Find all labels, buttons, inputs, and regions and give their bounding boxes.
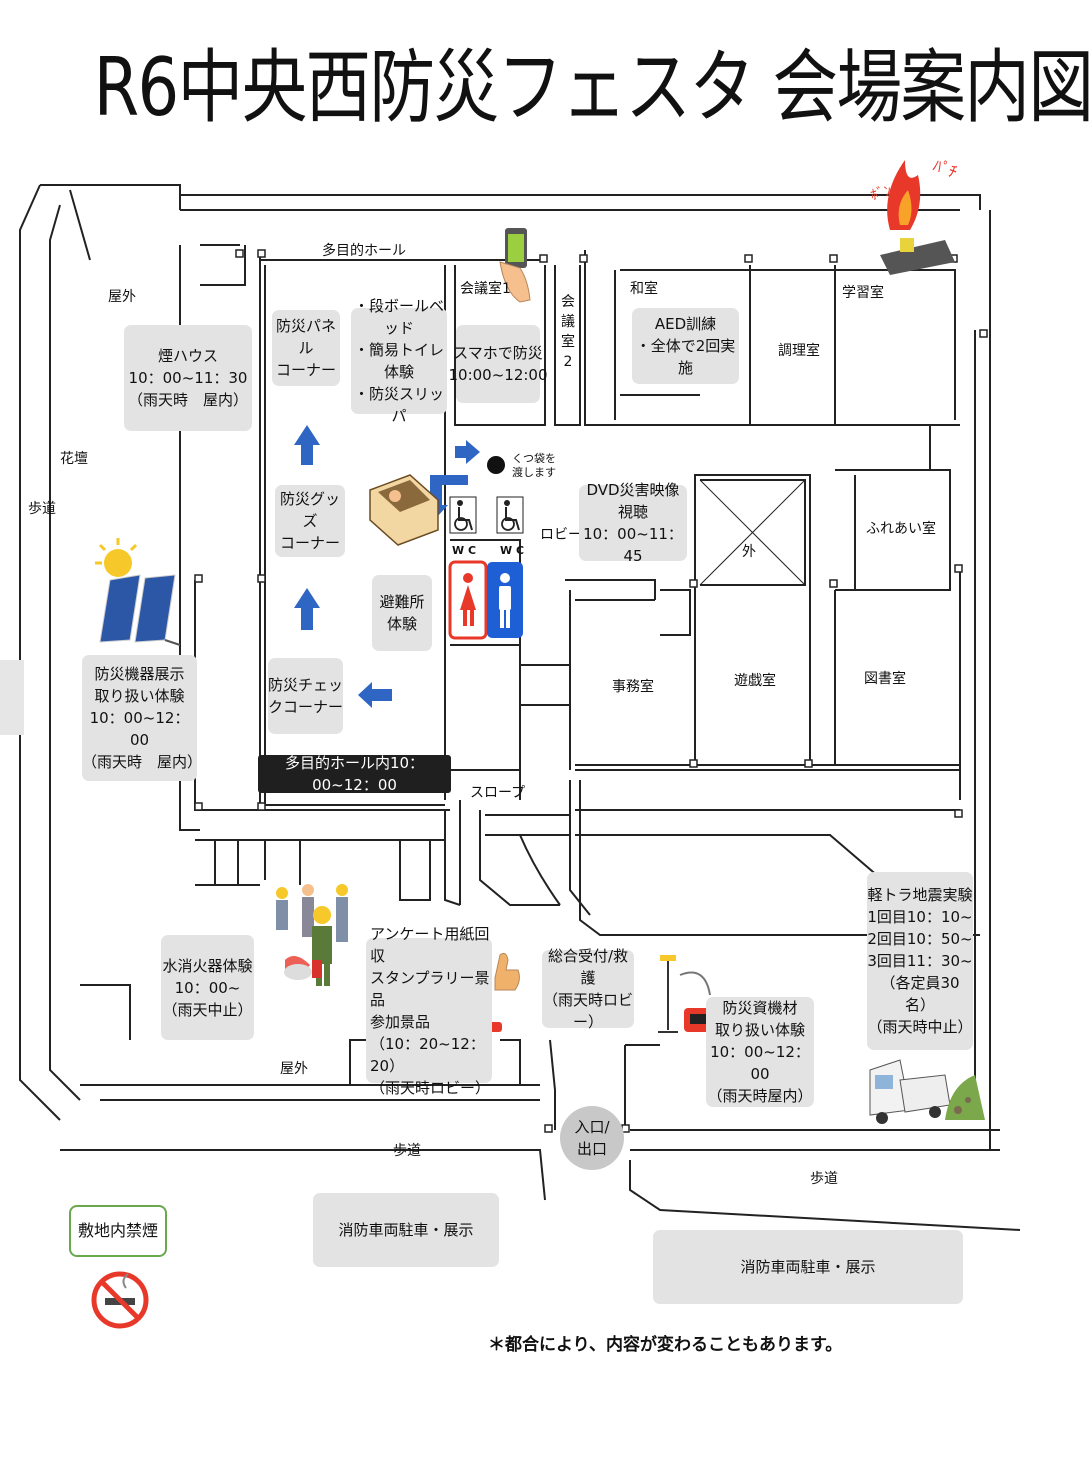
label-slope: スロープ [470,785,526,801]
label-study-room: 学習室 [842,285,884,301]
box-fire-truck-left: 消防車両駐車・展示 [313,1193,499,1267]
entrance-circle [560,1106,624,1170]
wheelchair-icon [449,496,477,534]
label-multipurpose-hall: 多目的ホール [322,243,406,259]
arrow-left-icon [358,682,392,708]
box-earthquake: 軽トラ地震実験 1回目10：10~ 2回目10：50~ 3回目11：30~ （各… [867,872,973,1050]
venue-floor-map: ﾊﾟﾁ ﾎﾞﾝ [19,156,1021,1329]
box-shelter: 避難所 体験 [372,575,432,651]
box-hall-time: 多目的ホール内10：00~12：00 [258,754,451,794]
label-office: 事務室 [612,679,654,695]
male-toilet-icon [487,562,523,638]
box-extinguisher: 水消火器体験 10：00~ （雨天中止） [161,935,254,1040]
label-flowerbed: 花壇 [60,451,88,467]
label-sidewalk-left: 歩道 [28,501,56,517]
box-dvd: DVD災害映像視聴 10：00~11：45 [579,481,687,565]
label-sidewalk-bottom-left: 歩道 [393,1143,421,1159]
sleeping-box-icon [369,474,439,546]
box-reception: 総合受付/救護 （雨天時ロビー） [542,947,634,1031]
label-library: 図書室 [864,671,906,687]
box-aed: AED訓練 ・全体で2回実施 [632,308,739,384]
label-wc-right: W C [500,544,525,557]
box-smartphone: スマホで防災 10:00~12:00 [448,325,548,403]
label-cooking-room: 調理室 [778,343,820,359]
box-smoke-house: 煙ハウス 10：00~11：30 （雨天時 屋内） [124,325,252,431]
svg-text:ﾎﾞﾝ: ﾎﾞﾝ [869,183,893,204]
label-lobby: ロビー [540,527,582,543]
firefighters-icon [276,884,348,986]
label-wc-left: W C [452,544,477,557]
box-panel-corner: 防災パネル コーナー [272,310,340,386]
thumbs-up-icon [488,952,520,1032]
label-meeting-room-2: 会議室2 [561,294,575,370]
box-survey: アンケート用紙回収 スタンプラリー景品 参加景品 （10：20~12：20） （… [366,925,492,1097]
label-sidewalk-bottom-right: 歩道 [810,1171,838,1187]
box-materials: 防災資機材 取り扱い体験 10：00~12：00 （雨天時屋内） [706,997,814,1107]
label-japanese-room: 和室 [630,281,658,297]
change-notice: ＊都合により、内容が変わることもあります。 [488,1335,843,1355]
arrow-up-icon [294,588,320,630]
label-outdoor-bottom: 屋外 [280,1061,308,1077]
box-goods-corner: 防災グッズ コーナー [275,485,345,557]
arrow-up-icon [294,425,320,465]
shoe-bag-dot [487,456,505,474]
arrow-right-icon [455,440,480,464]
female-toilet-icon [448,560,488,640]
label-meeting-room-1: 会議室1 [460,281,511,297]
side-tab [0,660,24,735]
box-cardboard-bed: ・段ボールベッド ・簡易トイレ体験 ・防災スリッパ [351,297,447,425]
kei-truck-icon [869,1059,951,1124]
label-outdoor-top: 屋外 [108,289,136,305]
box-entrance: 入口/ 出口 [574,1118,610,1158]
label-shoe-bag: くつ袋を 渡します [512,452,556,479]
landslide-icon [945,1075,985,1120]
solar-panel-icon [95,538,181,646]
wheelchair-icon [496,496,524,534]
label-fureai-room: ふれあい室 [866,521,936,537]
page-title: R6中央西防災フェスタ 会場案内図 [93,41,1092,134]
firecracker-icon: ﾊﾟﾁ ﾎﾞﾝ [869,156,960,275]
box-fire-truck-right: 消防車両駐車・展示 [653,1230,963,1304]
label-outside-void: 外 [742,544,756,560]
box-no-smoking: 敷地内禁煙 [69,1205,167,1257]
svg-text:ﾊﾟﾁ: ﾊﾟﾁ [931,156,960,182]
no-smoking-icon [91,1271,149,1329]
box-equipment-display: 防災機器展示 取り扱い体験 10：00~12：00 （雨天時 屋内） [82,655,202,781]
box-check-corner: 防災チェッ クコーナー [268,658,343,734]
smartphone-icon [499,228,531,303]
label-playroom: 遊戯室 [734,673,776,689]
